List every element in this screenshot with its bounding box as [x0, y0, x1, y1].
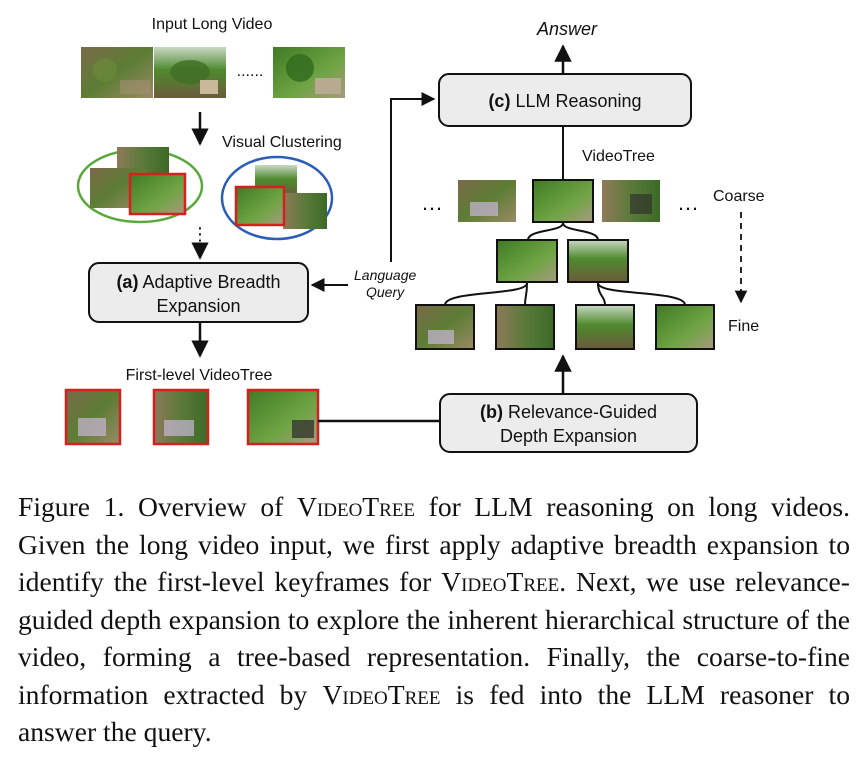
tree-node-frame	[496, 239, 558, 283]
relevance-line1: Relevance-Guided	[508, 402, 657, 422]
input-ellipsis: ......	[237, 63, 264, 80]
keyframe-thumbnail	[64, 388, 122, 446]
first-level-label: First-level VideoTree	[126, 367, 273, 384]
video-frame-thumbnail	[154, 47, 226, 98]
visual-clustering-label: Visual Clustering	[222, 134, 342, 151]
caption-part2: . Next, we use relevance-guided depth ex…	[18, 566, 850, 710]
tree-node-frame	[575, 304, 635, 350]
tree-node-frame	[458, 180, 516, 222]
video-frame-thumbnail	[81, 47, 153, 98]
figure-caption: Figure 1. Overview of VideoTree for LLM …	[18, 488, 850, 751]
tree-node-frame	[602, 180, 660, 222]
input-video-label: Input Long Video	[152, 16, 273, 33]
videotree-mid-row	[496, 239, 629, 283]
adaptive-breadth-box: (a) Adaptive Breadth Expansion	[88, 262, 309, 323]
fine-label: Fine	[728, 318, 759, 335]
caption-name: VideoTree	[441, 566, 560, 597]
keyframe-thumbnail	[246, 388, 320, 446]
relevance-prefix: (b)	[480, 402, 503, 422]
tree-branch	[527, 222, 564, 241]
tree-node-frame	[532, 179, 594, 223]
svg-text:(b) Relevance-Guided: (b) Relevance-Guided	[480, 402, 657, 422]
adaptive-line1: Adaptive Breadth	[142, 272, 280, 292]
cluster-ellipsis: ⋮	[191, 224, 209, 244]
relevance-line2: Depth Expansion	[500, 426, 637, 446]
tree-node-frame	[495, 304, 555, 350]
relevance-depth-box: (b) Relevance-Guided Depth Expansion	[439, 393, 698, 453]
tree-branch	[562, 222, 599, 241]
tree-node-frame	[655, 304, 715, 350]
input-video-frames: ......	[81, 47, 345, 98]
language-query-line1: Language	[354, 267, 417, 283]
videotree-label: VideoTree	[582, 148, 655, 165]
first-level-frames	[64, 388, 320, 446]
videotree-bottom-row	[415, 304, 715, 350]
video-frame-thumbnail	[273, 47, 345, 98]
llm-prefix: (c)	[488, 91, 510, 111]
svg-text:(a) Adaptive Breadth: (a) Adaptive Breadth	[116, 272, 280, 292]
tree-branch	[597, 282, 606, 306]
tree-branch	[524, 282, 528, 306]
videotree-top-row	[458, 179, 660, 223]
top-row-ellipsis-right: …	[677, 190, 699, 215]
tree-branch	[444, 282, 528, 306]
tree-node-frame	[567, 239, 629, 283]
answer-label: Answer	[536, 19, 598, 39]
caption-name: VideoTree	[296, 491, 416, 522]
keyframe-thumbnail	[152, 388, 210, 446]
coarse-label: Coarse	[713, 188, 765, 205]
top-row-ellipsis-left: …	[421, 190, 443, 215]
cluster-blue	[220, 155, 334, 241]
llm-reasoning-box: (c) LLM Reasoning	[438, 73, 692, 127]
caption-name: VideoTree	[322, 678, 441, 710]
tree-node-frame	[415, 304, 475, 350]
cluster-green-frames	[90, 147, 187, 216]
videotree-diagram: Input Long Video ...... Visual Clusterin…	[64, 16, 765, 453]
adaptive-prefix: (a)	[116, 272, 138, 292]
cluster-blue-frames	[234, 165, 327, 229]
svg-text:(c) LLM Reasoning: (c) LLM Reasoning	[488, 91, 641, 111]
tree-branch	[597, 282, 686, 306]
language-query-line2: Query	[366, 284, 405, 300]
arrow-query-to-llm	[390, 92, 436, 262]
caption-fig: Figure 1. Overview of	[18, 491, 297, 522]
caption-part3: is fed into the LLM reasoner to answer t…	[18, 678, 850, 748]
llm-label: LLM Reasoning	[515, 91, 641, 111]
adaptive-line2: Expansion	[156, 296, 240, 316]
caption-part1: for LLM reasoning on long videos. Given …	[18, 491, 850, 597]
